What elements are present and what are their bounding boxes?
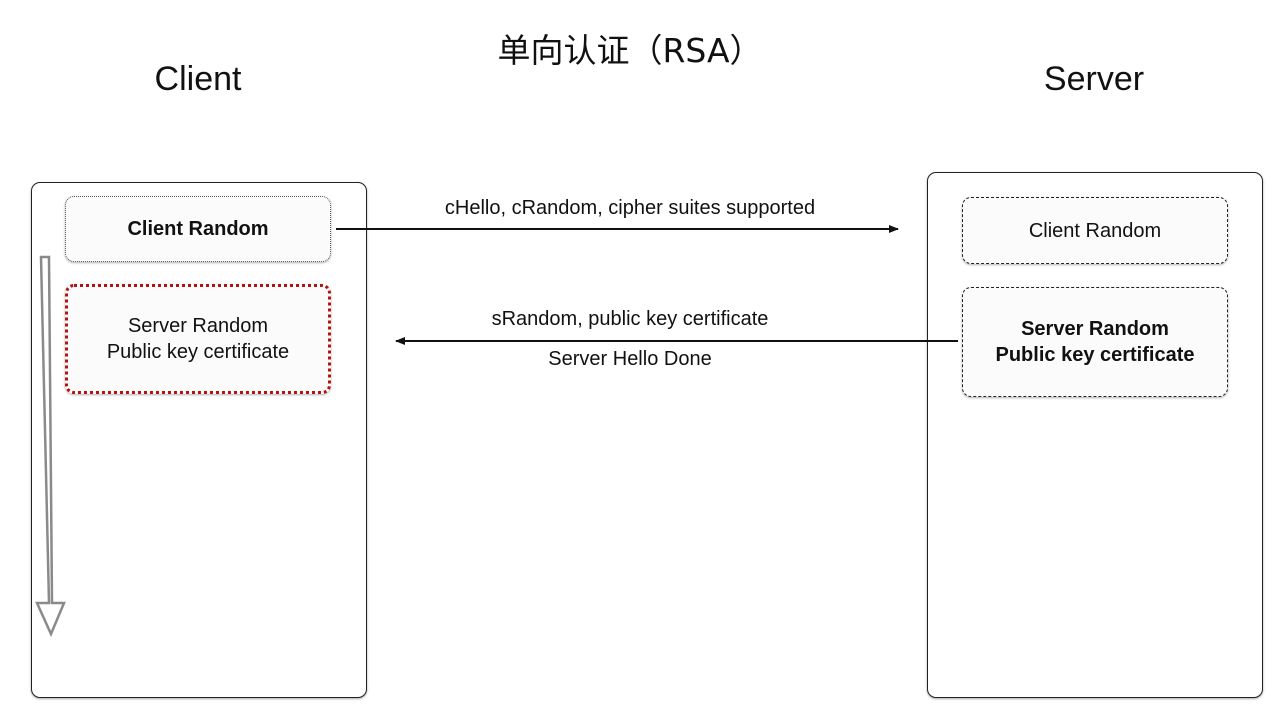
server-certificate-label: Public key certificate xyxy=(995,344,1195,366)
client-hello-label: cHello, cRandom, cipher suites supported xyxy=(444,197,816,219)
client-random-label: Client Random xyxy=(127,218,269,240)
server-random-box: Server Random Public key certificate xyxy=(962,287,1228,397)
client-lane xyxy=(31,182,367,698)
server-label: Server xyxy=(1043,60,1145,98)
server-client-random-label: Client Random xyxy=(1028,219,1162,242)
server-client-random-box: Client Random xyxy=(962,197,1228,264)
timeline-arrow xyxy=(35,255,66,638)
client-certificate-label: Public key certificate xyxy=(106,341,290,363)
server-hello-done-label: Server Hello Done xyxy=(548,348,712,370)
server-random-label: Server Random xyxy=(1021,318,1169,340)
diagram-title: 单向认证（RSA） xyxy=(497,31,763,70)
client-server-random-label: Server Random xyxy=(127,315,269,337)
client-label: Client xyxy=(154,60,242,98)
client-server-random-box: Server Random Public key certificate xyxy=(65,284,331,394)
client-random-box: Client Random xyxy=(65,196,331,262)
server-hello-label: sRandom, public key certificate xyxy=(491,308,769,330)
